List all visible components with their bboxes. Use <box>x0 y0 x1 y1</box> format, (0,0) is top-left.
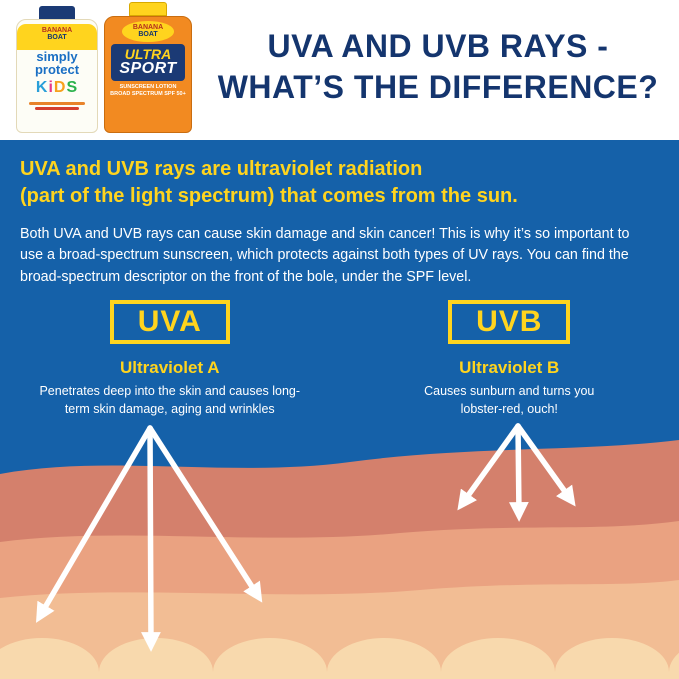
product-name: protect <box>34 62 80 78</box>
uva-column: UVA Ultraviolet A Penetrates deep into t… <box>0 300 340 418</box>
header: BANANA BOAT simply protect KiDS BANANA <box>0 0 679 140</box>
bottle-cap <box>39 6 75 19</box>
skin-diagram <box>0 423 679 679</box>
intro-headline-line1: UVA and UVB rays are ultraviolet radiati… <box>20 158 423 180</box>
product-subtext: BROAD SPECTRUM SPF 50+ <box>110 91 186 98</box>
bottle-label-top: BANANA BOAT <box>17 24 97 50</box>
ray-columns: UVA Ultraviolet A Penetrates deep into t… <box>0 300 679 418</box>
bottle-cap <box>129 2 167 16</box>
skin-layer-4 <box>0 638 679 679</box>
page-title: UVA AND UVB RAYS - WHAT’S THE DIFFERENCE… <box>205 26 671 108</box>
main-content: UVA and UVB rays are ultraviolet radiati… <box>0 140 679 679</box>
kids-label: KiDS <box>17 79 97 97</box>
intro-body: Both UVA and UVB rays can cause skin dam… <box>20 226 630 285</box>
brand-text: BOAT <box>47 34 67 42</box>
title-line-1: UVA AND UVB RAYS - <box>267 28 609 64</box>
banana-boat-logo: BANANA BOAT <box>31 24 83 45</box>
uva-rays-arrows-icon <box>36 425 263 652</box>
kids-sunscreen-bottle: BANANA BOAT simply protect KiDS <box>16 6 98 134</box>
title-line-2: WHAT’S THE DIFFERENCE? <box>217 68 659 105</box>
brand-text: BANANA <box>132 24 164 31</box>
uvb-subtitle: Ultraviolet B <box>459 358 560 377</box>
bottle-body: BANANA BOAT ULTRA SPORT SUNSCREEN LOTION… <box>104 16 192 133</box>
product-name-panel: ULTRA SPORT <box>111 43 185 81</box>
intro-headline-line2: (part of the light spectrum) that comes … <box>20 185 518 207</box>
kids-letter: D <box>53 78 67 96</box>
uva-box-label: UVA <box>109 300 230 344</box>
kids-letter: i <box>48 78 54 96</box>
product-name: SPORT <box>119 59 177 77</box>
banana-boat-logo: BANANA BOAT <box>122 21 174 42</box>
intro-headline: UVA and UVB rays are ultraviolet radiati… <box>0 140 679 210</box>
product-subtext: SUNSCREEN LOTION <box>119 83 177 90</box>
uva-subtitle: Ultraviolet A <box>119 358 220 377</box>
product-name: ULTRA <box>124 45 172 62</box>
sport-sunscreen-bottle: BANANA BOAT ULTRA SPORT SUNSCREEN LOTION… <box>104 2 192 134</box>
kids-letter: S <box>66 78 79 96</box>
brand-text: BANANA <box>41 27 73 34</box>
fine-print-decoration <box>17 101 97 110</box>
brand-text: BOAT <box>138 31 158 39</box>
kids-letter: K <box>35 78 49 96</box>
uva-description: Penetrates deep into the skin and causes… <box>39 384 301 416</box>
uvb-column: UVB Ultraviolet B Causes sunburn and tur… <box>340 300 679 418</box>
uvb-box-label: UVB <box>448 300 571 344</box>
uvb-description: Causes sunburn and turns you lobster-red… <box>424 384 595 416</box>
product-name: simply <box>36 48 78 64</box>
uvb-rays-arrows-icon <box>457 423 576 522</box>
bottle-body: BANANA BOAT simply protect KiDS <box>16 19 98 133</box>
